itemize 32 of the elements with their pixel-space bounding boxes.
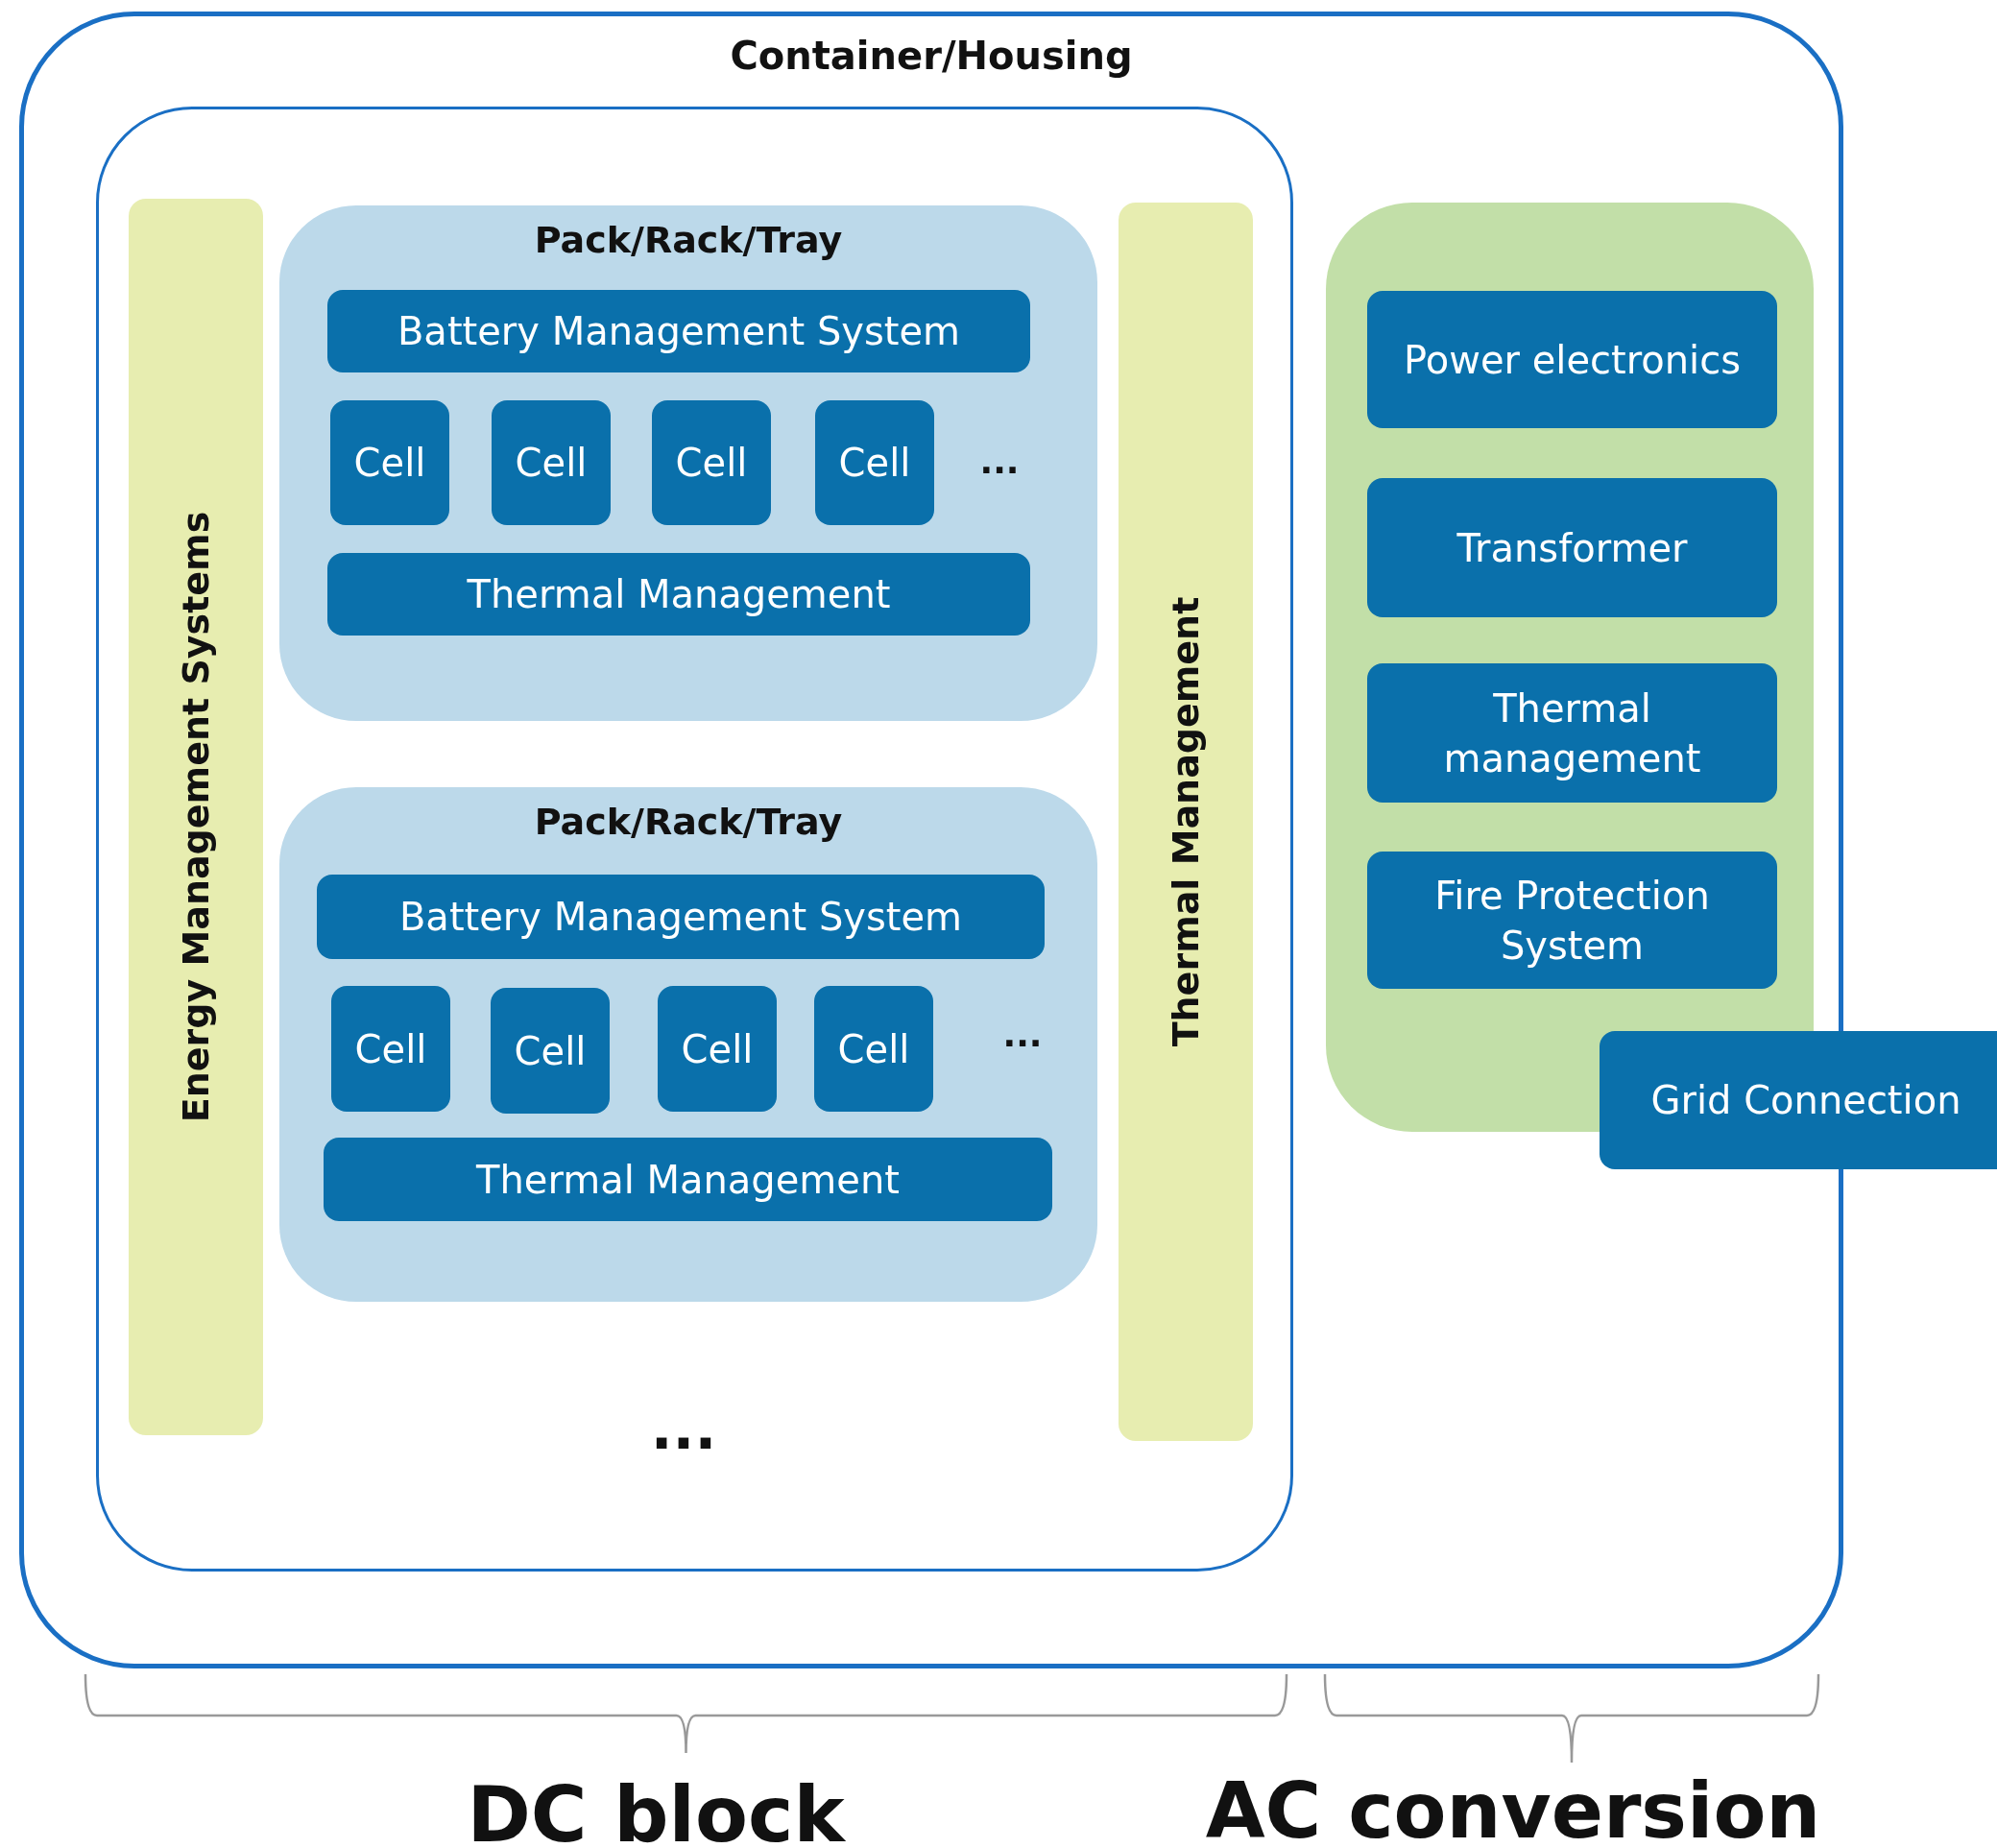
pack-panel (279, 205, 1097, 721)
component-box: Cell (492, 400, 611, 525)
block-frame (96, 107, 1293, 1572)
system-bar (129, 199, 263, 1435)
component-box: Fire Protection System (1367, 852, 1777, 989)
component-box: Battery Management System (327, 290, 1030, 372)
section-label: DC block (467, 1769, 845, 1848)
pack-title: Pack/Rack/Tray (534, 801, 843, 843)
section-label: AC conversion (1205, 1765, 1821, 1848)
component-box: Grid Connection (1600, 1031, 1997, 1169)
component-box: Thermal Management (324, 1138, 1052, 1221)
component-box: Cell (658, 986, 777, 1112)
component-box: Transformer (1367, 478, 1777, 617)
bar-label: Energy Management Systems (175, 511, 217, 1123)
component-box: Cell (491, 988, 610, 1114)
component-box: Cell (814, 986, 933, 1112)
system-bar (1119, 203, 1253, 1441)
component-box: Thermal Management (327, 553, 1030, 636)
component-box: Thermal management (1367, 663, 1777, 803)
pack-panel (279, 787, 1097, 1302)
ellipsis: ... (650, 1395, 717, 1462)
component-box: Cell (330, 400, 449, 525)
component-box: Power electronics (1367, 291, 1777, 428)
container-title: Container/Housing (730, 34, 1133, 78)
component-box: Battery Management System (317, 875, 1045, 959)
bar-label: Thermal Management (1165, 596, 1207, 1047)
component-box: Cell (652, 400, 771, 525)
pack-title: Pack/Rack/Tray (534, 219, 843, 261)
ellipsis: ... (979, 441, 1020, 481)
ellipsis: ... (1002, 1014, 1043, 1054)
component-box: Cell (331, 986, 450, 1112)
component-box: Cell (815, 400, 934, 525)
